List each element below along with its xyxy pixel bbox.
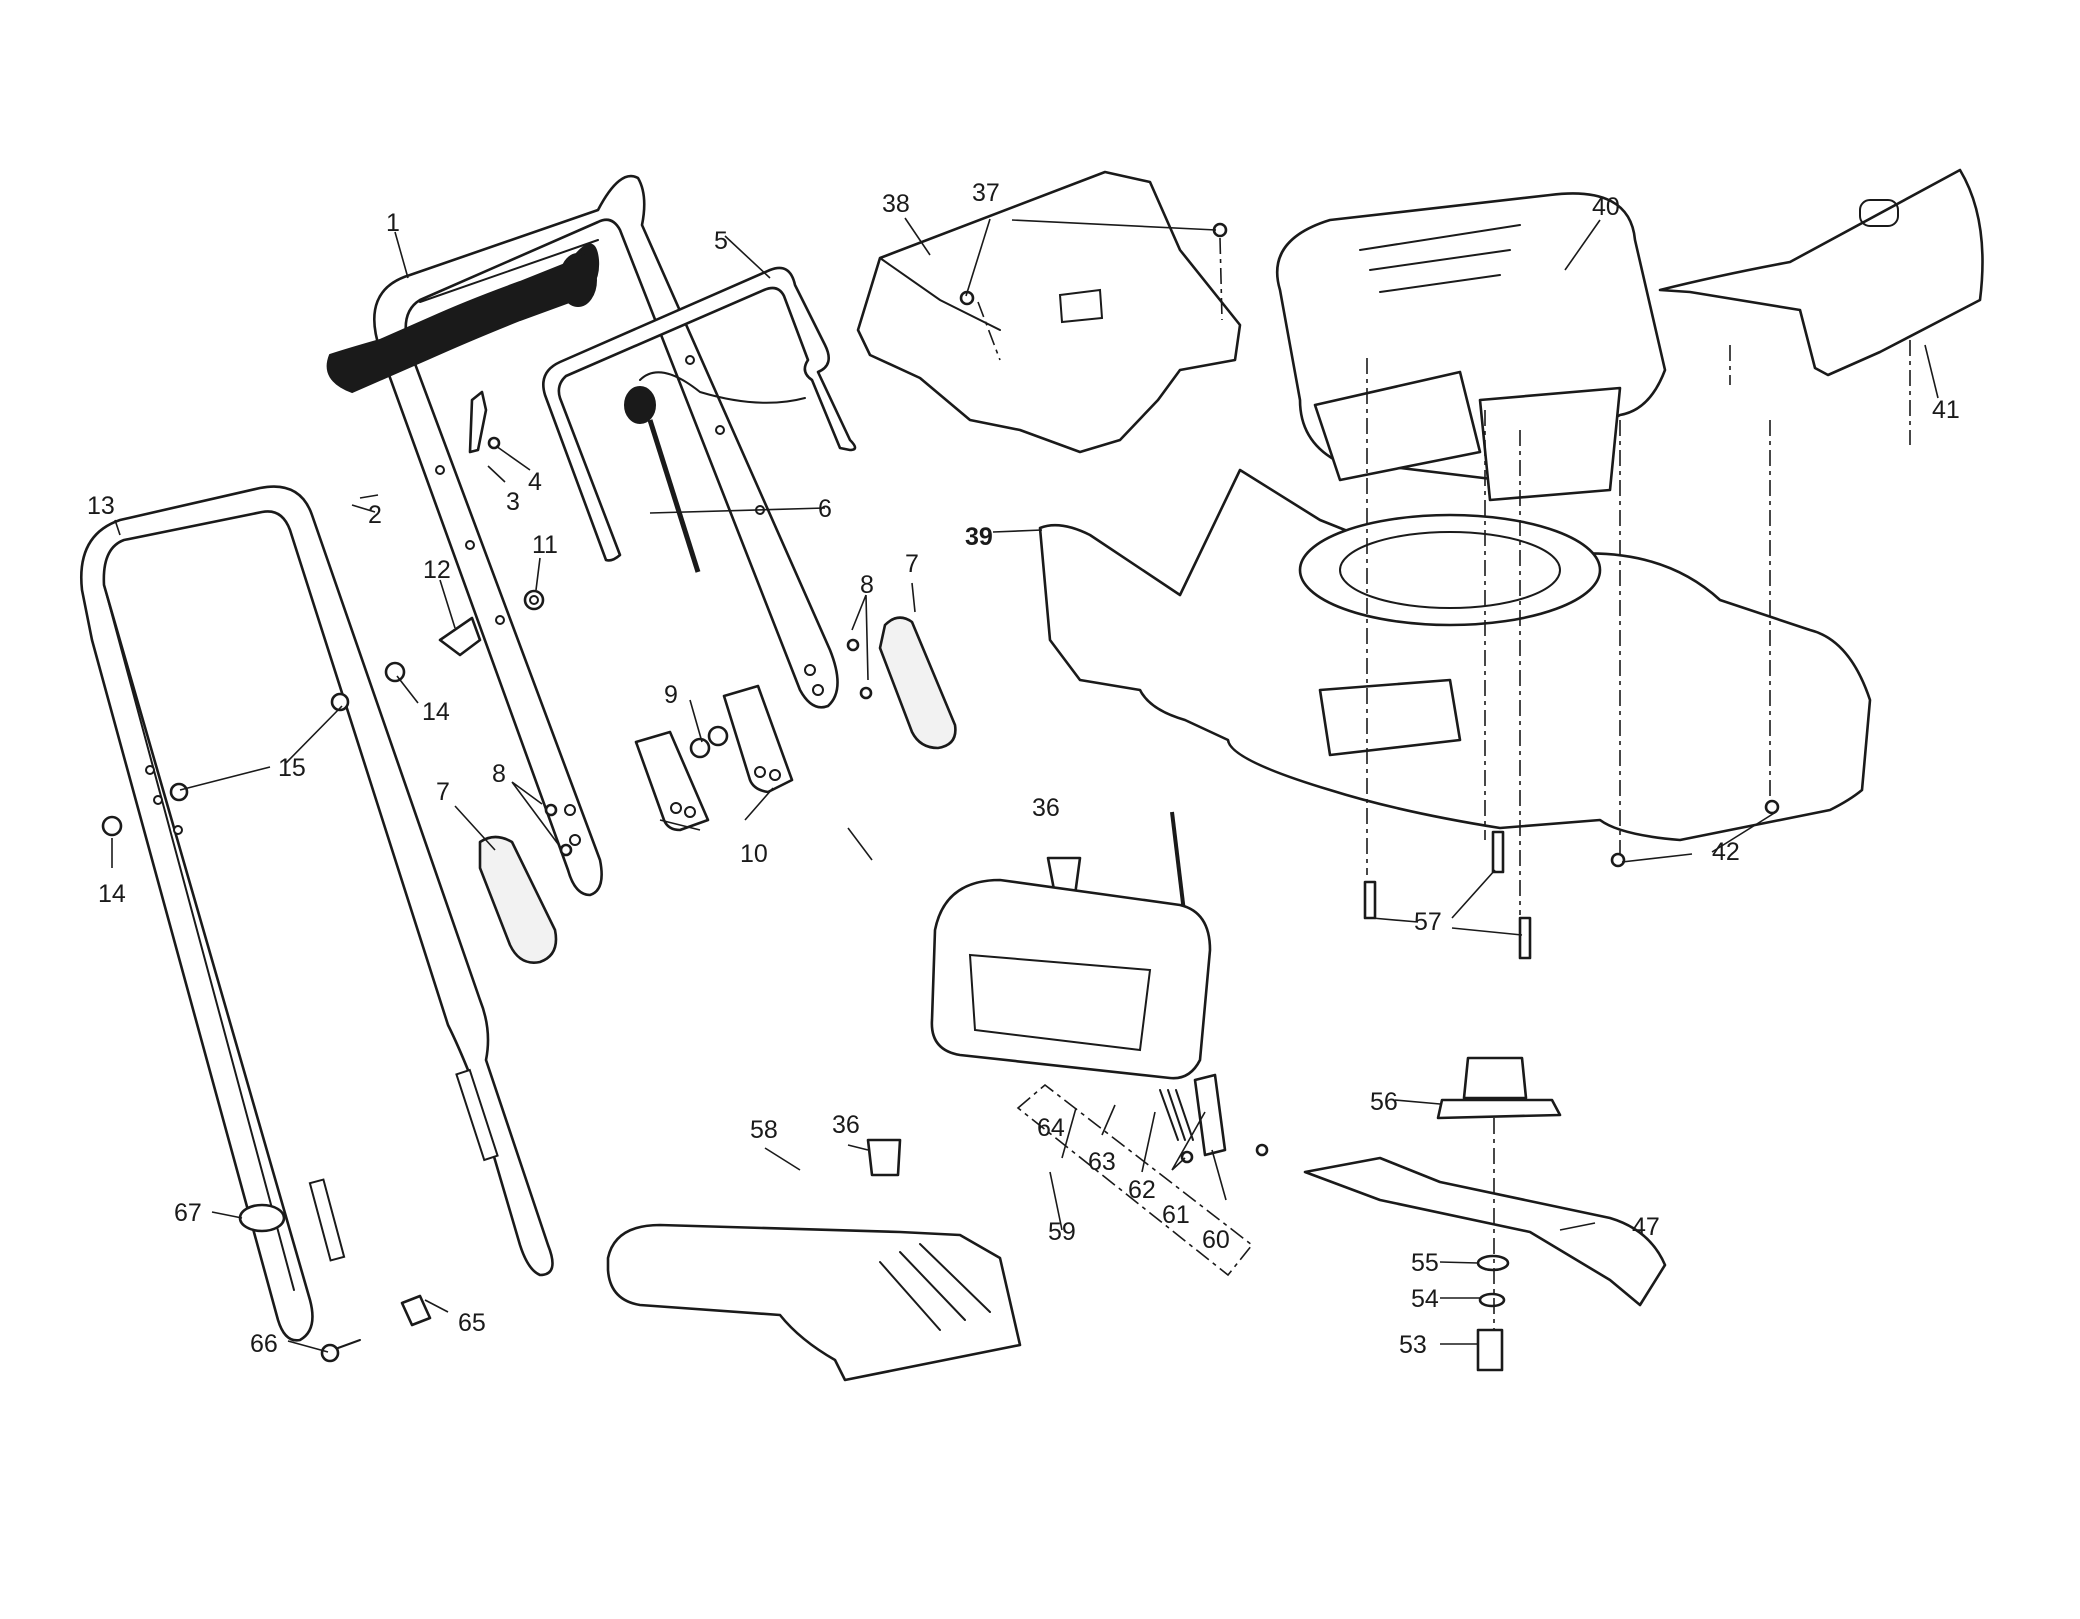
- callout-11: 11: [532, 531, 558, 559]
- part-41-top-cover: [1658, 168, 1984, 377]
- callout-10: 10: [740, 840, 768, 868]
- part-11-nut: [523, 589, 545, 611]
- callout-7-left: 7: [436, 778, 450, 806]
- part-6-cable: [624, 371, 806, 573]
- callout-7-right: 7: [905, 550, 919, 578]
- callout-2: 2: [368, 501, 382, 529]
- callout-39: 39: [965, 523, 993, 551]
- callout-41: 41: [1932, 396, 1960, 424]
- part-36-knob-lower: [866, 1138, 902, 1177]
- part-58-mulch-cover: [606, 1223, 1022, 1382]
- callout-numbers: 1 2 3 4 5 6 7 8 9 10 11 12 13 14 14 15 8…: [87, 179, 1960, 1359]
- callout-4: 4: [528, 468, 542, 496]
- callout-64: 64: [1037, 1114, 1065, 1142]
- part-66-bolt: [320, 1339, 361, 1363]
- part-39-deck: [1038, 468, 1872, 842]
- part-64-discharge-chute: [930, 878, 1212, 1080]
- callout-5: 5: [714, 227, 728, 255]
- callout-36-upper: 36: [1032, 794, 1060, 822]
- callout-66: 66: [250, 1330, 278, 1358]
- callout-3: 3: [506, 488, 520, 516]
- part-57-bolts: [1363, 830, 1532, 960]
- leader-lines: [111, 217, 1939, 1353]
- part-38-rear-cover: [856, 170, 1242, 454]
- callout-14-upper: 14: [422, 698, 450, 726]
- part-3-bracket: [468, 390, 488, 454]
- callout-62: 62: [1128, 1176, 1156, 1204]
- part-59-kit-box: [1016, 1083, 1254, 1277]
- part-40-engine: [1275, 192, 1667, 502]
- callout-13: 13: [87, 492, 115, 520]
- part-8-nuts: [544, 638, 873, 857]
- callout-8-left: 8: [492, 760, 506, 788]
- callout-15: 15: [278, 754, 306, 782]
- callout-61: 61: [1162, 1201, 1190, 1229]
- part-15-nut-upper: [330, 692, 350, 712]
- part-15-nut-lower: [169, 782, 189, 802]
- callout-59: 59: [1048, 1218, 1076, 1246]
- callout-57: 57: [1414, 908, 1442, 936]
- callout-36-lower: 36: [832, 1111, 860, 1139]
- part-10-bracket-right: [722, 684, 794, 794]
- part-12-clip: [438, 616, 482, 657]
- callout-1: 1: [386, 209, 400, 237]
- callout-47: 47: [1632, 1213, 1660, 1241]
- part-65-clip: [400, 1294, 432, 1327]
- part-2-foam-grip: [326, 243, 600, 394]
- callout-65: 65: [458, 1309, 486, 1337]
- callout-54: 54: [1411, 1285, 1439, 1313]
- callout-38: 38: [882, 190, 910, 218]
- callout-55: 55: [1411, 1249, 1439, 1277]
- callout-37: 37: [972, 179, 1000, 207]
- part-13-lower-handle: [80, 485, 554, 1342]
- part-42-screws: [1610, 799, 1780, 868]
- callout-8-right: 8: [860, 571, 874, 599]
- part-5-control-bail: [542, 266, 857, 562]
- callout-67: 67: [174, 1199, 202, 1227]
- callout-6: 6: [818, 495, 832, 523]
- callout-53: 53: [1399, 1331, 1427, 1359]
- part-47-blade: [1303, 1156, 1667, 1307]
- part-63-rod: [1170, 811, 1187, 921]
- callout-42: 42: [1712, 838, 1740, 866]
- part-60-62-springs: [1159, 1073, 1269, 1164]
- callout-58: 58: [750, 1116, 778, 1144]
- part-67-tie: [238, 1203, 286, 1233]
- callout-9: 9: [664, 681, 678, 709]
- part-56-adapter: [1436, 1056, 1562, 1120]
- part-7-knob-left: [478, 835, 558, 964]
- part-7-knob-right: [878, 616, 957, 750]
- part-53-55-bolt-washers: [1476, 1254, 1510, 1372]
- part-14-bolt-upper: [384, 661, 406, 683]
- callout-60: 60: [1202, 1226, 1230, 1254]
- callout-56: 56: [1370, 1088, 1398, 1116]
- callout-12: 12: [423, 556, 451, 584]
- callout-63: 63: [1088, 1148, 1116, 1176]
- callout-14-lower: 14: [98, 880, 126, 908]
- part-14-bolt-lower: [101, 815, 123, 837]
- part-9-spacer: [689, 725, 729, 759]
- callout-40: 40: [1592, 193, 1620, 221]
- part-1-upper-handle: [372, 174, 839, 897]
